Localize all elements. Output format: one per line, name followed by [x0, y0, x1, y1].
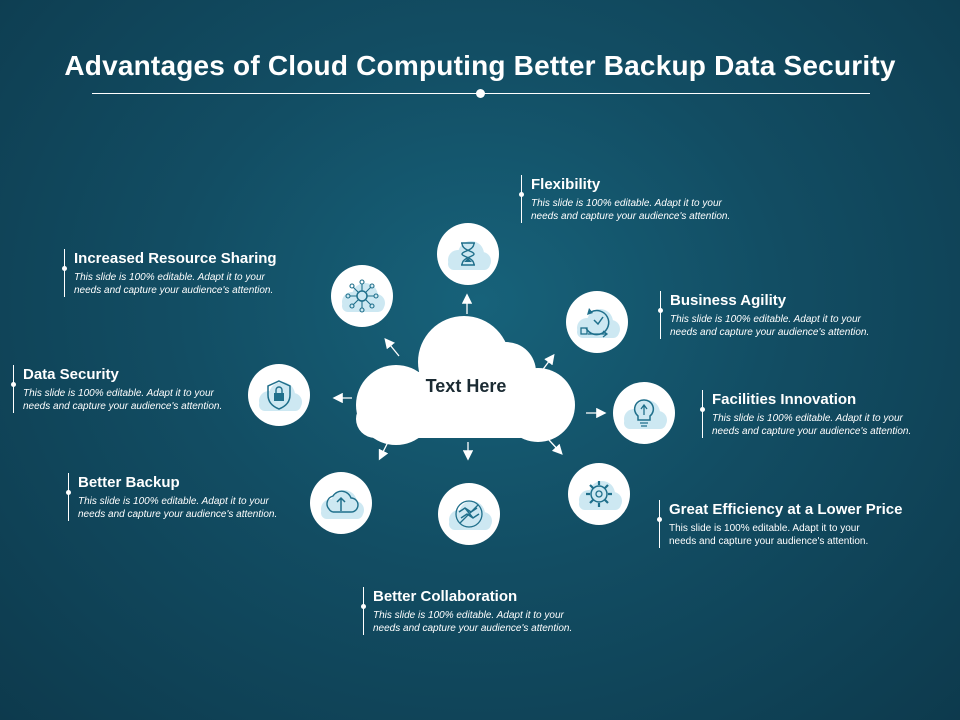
label-facilities-innovation: Facilities Innovation This slide is 100%…: [699, 390, 912, 438]
network-icon: [331, 265, 393, 327]
arrow-better-backup: [378, 441, 389, 461]
label-heading: Flexibility: [531, 176, 601, 193]
label-heading: Increased Resource Sharing: [74, 250, 277, 267]
connector-arrows: [332, 293, 607, 461]
label-description: This slide is 100% editable. Adapt it to…: [74, 272, 274, 296]
label-data-security: Data Security This slide is 100% editabl…: [10, 365, 223, 413]
arrow-great-efficiency: [548, 439, 563, 455]
central-cloud: [356, 316, 575, 445]
label-increased-resource-sharing: Increased Resource Sharing This slide is…: [62, 249, 277, 297]
handshake-icon: [438, 483, 500, 545]
label-great-efficiency: Great Efficiency at a Lower Price This s…: [656, 500, 903, 548]
slide-title: Advantages of Cloud Computing Better Bac…: [64, 50, 896, 81]
label-flexibility: Flexibility This slide is 100% editable.…: [518, 175, 731, 223]
label-description: This slide is 100% editable. Adapt it to…: [670, 314, 870, 338]
center-text: Text Here: [425, 376, 507, 396]
label-heading: Facilities Innovation: [712, 391, 857, 408]
label-heading: Data Security: [23, 366, 119, 383]
label-business-agility: Business Agility This slide is 100% edit…: [657, 291, 870, 339]
title-divider-dot: [476, 89, 485, 98]
label-better-backup: Better Backup This slide is 100% editabl…: [65, 473, 278, 521]
arrow-resource-sharing: [384, 337, 400, 357]
lightbulb-icon: [613, 382, 675, 444]
upload-icon: [310, 472, 372, 534]
label-description: This slide is 100% editable. Adapt it to…: [531, 198, 731, 222]
label-better-collaboration: Better Collaboration This slide is 100% …: [360, 587, 573, 635]
label-heading: Better Collaboration: [373, 588, 518, 605]
label-heading: Better Backup: [78, 474, 180, 491]
cycle-arrows-icon: [566, 291, 628, 353]
label-description: This slide is 100% editable. Adapt it to…: [78, 496, 278, 520]
arrow-business-agility: [540, 353, 555, 373]
shield-lock-icon: [248, 364, 310, 426]
label-description: This slide is 100% editable. Adapt it to…: [712, 413, 912, 437]
hourglass-icon: [437, 223, 499, 285]
gear-icon: [568, 463, 630, 525]
label-heading: Great Efficiency at a Lower Price: [669, 501, 903, 518]
label-description: This slide is 100% editable. Adapt it to…: [373, 610, 573, 634]
label-description: This slide is 100% editable. Adapt it to…: [669, 523, 869, 547]
label-heading: Business Agility: [670, 292, 787, 309]
label-description: This slide is 100% editable. Adapt it to…: [23, 388, 223, 412]
